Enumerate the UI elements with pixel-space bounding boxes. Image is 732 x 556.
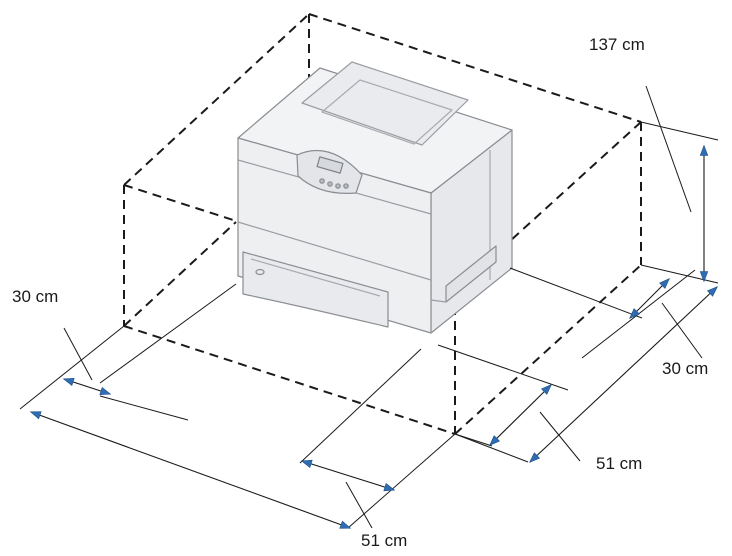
dim-front-51 bbox=[300, 459, 396, 492]
leader-right-label bbox=[661, 302, 703, 359]
ext-front-right bbox=[299, 348, 422, 464]
height-clearance-label: 137 cm bbox=[589, 35, 645, 54]
ext-top-upper bbox=[640, 121, 719, 141]
box-edge-bottom-left bbox=[123, 325, 456, 435]
ext-right-printer bbox=[581, 269, 696, 359]
ext-left-front bbox=[99, 395, 189, 421]
left-clearance-label: 30 cm bbox=[12, 287, 59, 306]
box-edge-bottom-back-left bbox=[123, 221, 237, 327]
leader-mid-label bbox=[539, 411, 581, 462]
box-edge-top-back bbox=[308, 13, 642, 123]
ext-right-box bbox=[437, 344, 569, 391]
ext-rear-box-2 bbox=[454, 433, 493, 447]
dimension-arrows bbox=[29, 144, 718, 529]
box-edge-top-right bbox=[454, 121, 642, 292]
dim-rear-51 bbox=[489, 384, 552, 446]
ext-left-outer bbox=[19, 325, 125, 410]
dim-right-30 bbox=[629, 278, 670, 319]
ext-rear-box bbox=[454, 433, 529, 463]
ext-rear-printer bbox=[509, 267, 643, 319]
leader-left-label bbox=[63, 327, 93, 381]
right-clearance-label: 30 cm bbox=[662, 359, 709, 378]
dim-left-30 bbox=[62, 378, 112, 395]
ext-top-lower bbox=[640, 264, 719, 284]
dim-front-width bbox=[29, 411, 352, 529]
rear-clearance-label: 51 cm bbox=[596, 454, 643, 473]
ext-left-printer bbox=[99, 283, 237, 384]
ext-front-box bbox=[347, 433, 456, 529]
leader-front-label bbox=[345, 481, 373, 529]
printer-icon bbox=[237, 61, 513, 334]
front-clearance-label: 51 cm bbox=[361, 531, 408, 550]
box-edge-top-left bbox=[123, 13, 310, 186]
dim-right-width bbox=[529, 286, 718, 463]
leader-top-label bbox=[645, 85, 692, 213]
